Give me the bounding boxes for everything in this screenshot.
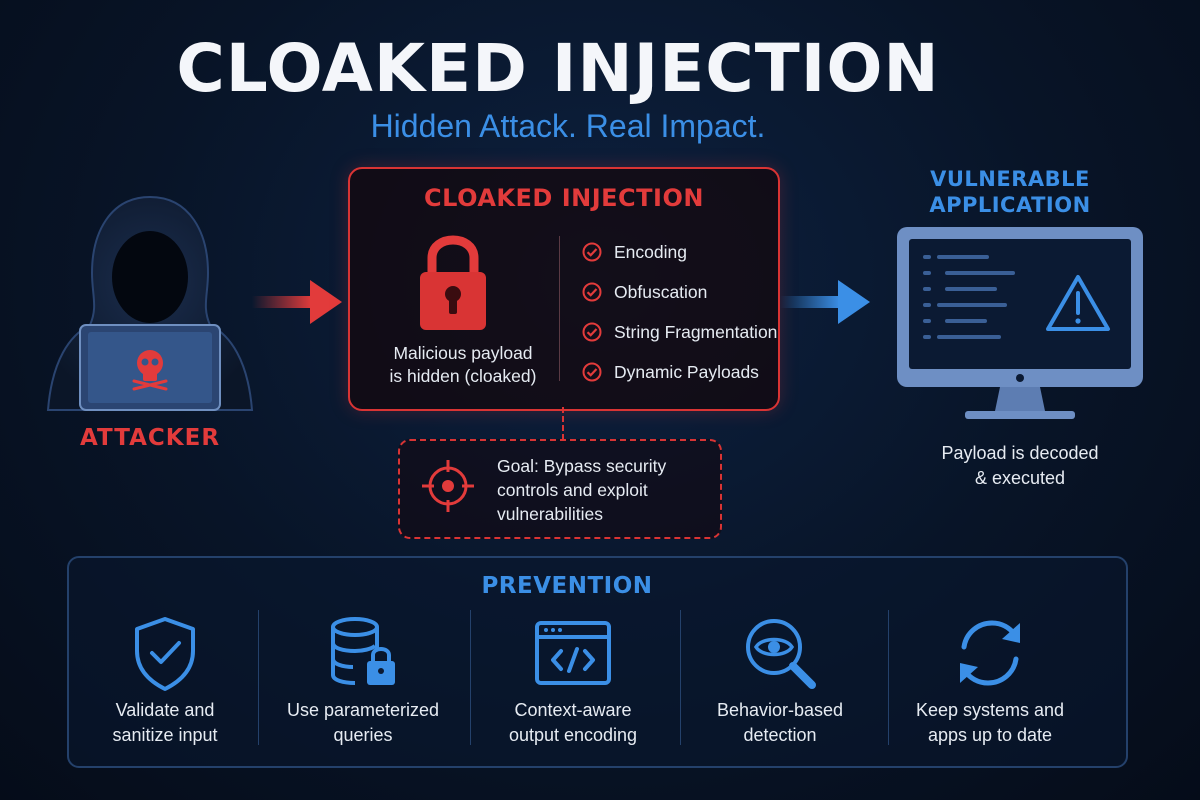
attacker-label: ATTACKER [79, 425, 221, 451]
goal-description: Goal: Bypass security controls and explo… [497, 456, 667, 524]
cloaked-injection-title: CLOAKED INJECTION [424, 184, 704, 212]
prevention-panel [67, 556, 1128, 768]
payload-hidden-caption: Malicious payload is hidden (cloaked) [389, 343, 537, 386]
arrow-right-blue-icon [780, 280, 870, 324]
list-item: Obfuscation [582, 272, 782, 312]
prevention-item-parameterized: Use parameterized queries [258, 605, 468, 755]
crosshair-target-icon [422, 460, 474, 512]
list-item: String Fragmentation [582, 312, 782, 352]
prevention-item-validate: Validate and sanitize input [60, 605, 270, 755]
panel-divider [559, 236, 560, 381]
padlock-icon [420, 235, 486, 330]
vulnerable-application-title: VULNERABLE APPLICATION [929, 167, 1091, 217]
check-circle-icon [582, 322, 602, 342]
hooded-attacker-icon [46, 195, 254, 411]
prevention-item-update: Keep systems and apps up to date [885, 605, 1095, 755]
prevention-divider [680, 610, 681, 745]
prevention-item-encoding: Context-aware output encoding [468, 605, 678, 755]
prevention-item-behavior: Behavior-based detection [675, 605, 885, 755]
goal-connector-line [562, 407, 564, 440]
prevention-divider [888, 610, 889, 745]
prevention-title: PREVENTION [481, 573, 653, 599]
shield-check-icon [135, 617, 195, 691]
check-circle-icon [582, 282, 602, 302]
eye-magnifier-icon [746, 619, 816, 689]
refresh-icon [960, 620, 1020, 686]
list-item: Dynamic Payloads [582, 352, 782, 392]
arrow-right-red-icon [252, 280, 342, 324]
check-circle-icon [582, 362, 602, 382]
monitor-warning-icon [897, 227, 1143, 419]
code-window-icon [535, 621, 611, 685]
list-item: Encoding [582, 232, 782, 272]
check-circle-icon [582, 242, 602, 262]
prevention-divider [470, 610, 471, 745]
page-title: CLOAKED INJECTION [176, 30, 940, 107]
database-lock-icon [331, 617, 395, 685]
prevention-divider [258, 610, 259, 745]
page-subtitle: Hidden Attack. Real Impact. [370, 108, 766, 144]
cloaking-techniques-list: Encoding Obfuscation String Fragmentatio… [582, 232, 782, 392]
payload-executed-caption: Payload is decoded & executed [941, 443, 1099, 488]
